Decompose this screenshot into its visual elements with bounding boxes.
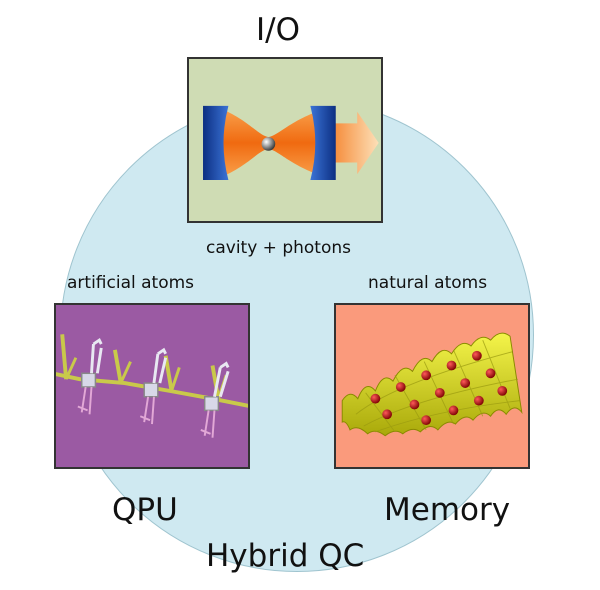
memory-title: Memory — [384, 492, 511, 528]
right-mirror — [310, 105, 336, 181]
qubit-3 — [200, 361, 230, 438]
optical-lattice-illustration — [341, 332, 523, 437]
atom-sphere — [261, 137, 276, 151]
memory-caption: natural atoms — [368, 273, 488, 293]
hybrid-qc-title: Hybrid QC — [206, 538, 365, 574]
qpu-panel — [54, 303, 250, 469]
left-mirror — [203, 105, 229, 181]
io-caption: cavity + photons — [206, 238, 351, 258]
lattice-surface — [341, 332, 523, 437]
memory-panel — [334, 303, 530, 469]
trapped-atoms — [370, 350, 508, 426]
output-arrow — [324, 111, 379, 175]
io-panel — [187, 57, 383, 223]
qpu-caption: artificial atoms — [67, 273, 195, 293]
qubit-1 — [77, 337, 103, 415]
qpu-title: QPU — [112, 492, 178, 528]
qubit-2 — [139, 347, 168, 425]
io-title: I/O — [256, 12, 300, 48]
superconducting-circuit-illustration — [56, 334, 248, 438]
cavity-illustration — [203, 105, 379, 181]
